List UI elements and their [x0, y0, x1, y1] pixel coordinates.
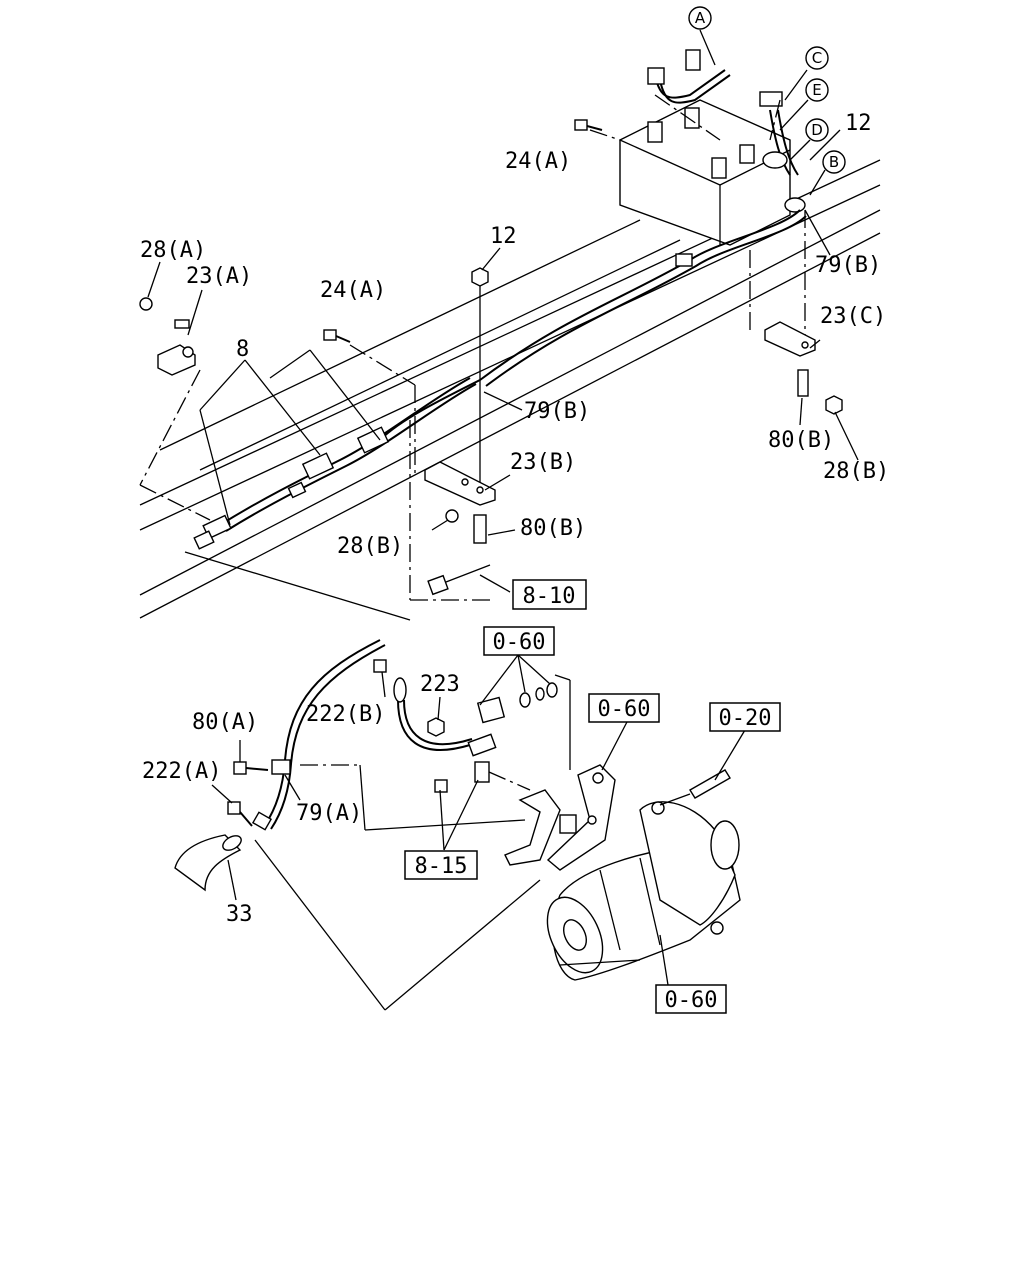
callout-b: B — [822, 150, 846, 174]
mount-plate — [546, 674, 616, 871]
ref-box-0-60-a: 0-60 — [483, 626, 555, 656]
label-24a-top: 24(A) — [505, 149, 571, 174]
callout-d-text: D — [811, 121, 823, 139]
label-28b-mid: 28(B) — [337, 534, 403, 559]
bracket-23a — [139, 297, 196, 376]
ref-box-0-20: 0-20 — [709, 702, 781, 732]
bolt-0-20 — [659, 769, 731, 806]
leader-dash-upper — [139, 94, 781, 601]
bracket-8-15 — [434, 761, 577, 866]
label-80b-right: 80(B) — [768, 428, 834, 453]
bolt-222a — [227, 801, 253, 827]
ref-box-0-60-c: 0-60 — [655, 984, 727, 1014]
hose-33 — [174, 834, 242, 892]
ref-box-8-15: 8-15 — [404, 850, 478, 880]
bolt-24a-mid — [323, 329, 351, 343]
nut-12-mid — [471, 267, 489, 500]
leader-dash-lower — [184, 551, 526, 831]
label-33: 33 — [226, 902, 253, 927]
label-79b-mid: 79(B) — [524, 399, 590, 424]
label-79b-right: 79(B) — [815, 253, 881, 278]
label-222b: 222(B) — [306, 702, 385, 727]
label-79a: 79(A) — [296, 801, 362, 826]
callout-e: E — [805, 78, 829, 102]
label-223: 223 — [420, 672, 460, 697]
label-80a: 80(A) — [192, 710, 258, 735]
harness-8 — [193, 377, 477, 550]
callout-b-text: B — [829, 153, 839, 171]
bracket-23c — [749, 210, 843, 415]
label-24a-mid: 24(A) — [320, 278, 386, 303]
ref-box-8-10: 8-10 — [512, 579, 587, 610]
callout-a: A — [688, 6, 712, 30]
label-23c: 23(C) — [820, 304, 886, 329]
callout-d: D — [805, 118, 829, 142]
ref-0-20-text: 0-20 — [719, 706, 772, 731]
callout-a-text: A — [695, 9, 706, 27]
label-28b-right: 28(B) — [823, 459, 889, 484]
ref-8-15-text: 8-15 — [415, 854, 468, 879]
washers-0-60 — [519, 682, 558, 708]
ref-box-0-60-b: 0-60 — [588, 693, 660, 723]
label-28a: 28(A) — [140, 238, 206, 263]
ground-cable — [251, 639, 386, 831]
starter-motor — [546, 801, 741, 981]
battery — [619, 99, 791, 246]
battery-terminal-cables — [647, 49, 806, 213]
label-23a: 23(A) — [186, 264, 252, 289]
starter-cable — [373, 659, 506, 757]
label-8: 8 — [236, 337, 249, 362]
bolt-80a — [233, 761, 269, 775]
ref-0-60-b-text: 0-60 — [598, 697, 651, 722]
callout-c-text: C — [812, 49, 822, 67]
label-222a: 222(A) — [142, 759, 221, 784]
positive-cable — [379, 209, 807, 441]
ref-0-60-c-text: 0-60 — [665, 988, 718, 1013]
bracket-23b — [424, 461, 496, 544]
label-12-mid: 12 — [490, 224, 517, 249]
label-80b-mid: 80(B) — [520, 516, 586, 541]
callout-e-text: E — [812, 81, 821, 99]
part-8-10 — [427, 564, 491, 596]
ref-8-10-text: 8-10 — [523, 584, 576, 609]
bolt-24a-top — [574, 119, 603, 131]
callout-c: C — [805, 46, 829, 70]
label-leaders — [147, 29, 859, 1011]
ref-0-60-a-text: 0-60 — [493, 630, 546, 655]
label-12-top: 12 — [845, 111, 872, 136]
label-23b: 23(B) — [510, 450, 576, 475]
